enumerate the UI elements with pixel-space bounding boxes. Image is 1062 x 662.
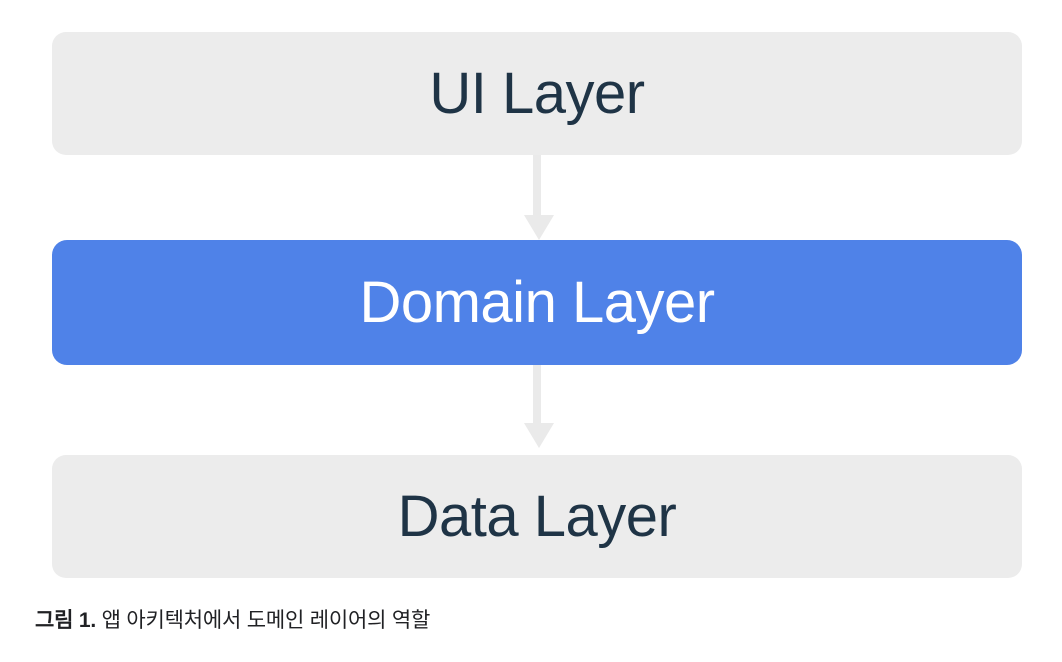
figure-caption: 그림 1. 앱 아키텍처에서 도메인 레이어의 역할 — [35, 606, 430, 636]
ui-layer-box: UI Layer — [52, 32, 1022, 155]
data-layer-box: Data Layer — [52, 455, 1022, 578]
figure-caption-label: 그림 1. — [35, 609, 96, 632]
arrow-ui-to-domain — [0, 155, 1062, 240]
domain-layer-label: Domain Layer — [359, 269, 715, 335]
ui-layer-label: UI Layer — [429, 60, 645, 126]
figure-caption-text: 앱 아키텍처에서 도메인 레이어의 역할 — [96, 609, 431, 632]
arrow-down-icon — [524, 155, 554, 240]
domain-layer-box: Domain Layer — [52, 240, 1022, 365]
data-layer-label: Data Layer — [397, 483, 677, 549]
arrow-down-icon — [524, 365, 554, 448]
arrow-domain-to-data — [0, 365, 1062, 455]
